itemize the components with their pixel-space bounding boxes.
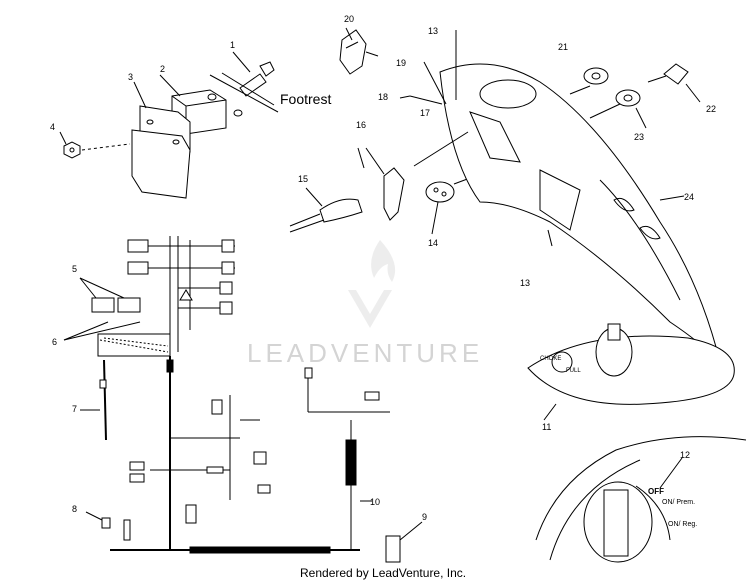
callout-c15: 15 bbox=[298, 174, 308, 184]
callout-c7: 7 bbox=[72, 404, 77, 414]
callout-c24: 24 bbox=[684, 192, 694, 202]
callout-c2: 2 bbox=[160, 64, 165, 74]
watermark-text: LEADVENTURE bbox=[247, 338, 483, 368]
panel-12-off-label: OFF bbox=[648, 487, 664, 496]
footrest-label: Footrest bbox=[280, 91, 331, 107]
panel-12-on-prem-label: ON/ Prem. bbox=[662, 499, 695, 506]
callout-c6: 6 bbox=[52, 337, 57, 347]
callout-c11: 11 bbox=[542, 422, 551, 432]
part-3-footrest-pad bbox=[131, 81, 191, 199]
callout-c10: 10 bbox=[370, 497, 380, 507]
callout-c22: 22 bbox=[706, 104, 716, 114]
callout-numbers: 1234567891011121313141516171819202122232… bbox=[50, 14, 716, 522]
callout-c18: 18 bbox=[378, 92, 388, 102]
wiring-harness bbox=[63, 236, 423, 563]
part-1-bolt bbox=[209, 51, 279, 113]
callout-c16: 16 bbox=[356, 120, 366, 130]
part-16-clip-and-part-15-cable bbox=[289, 147, 405, 233]
callout-c13a: 13 bbox=[428, 26, 438, 36]
panel-11-choke-label: CHOKE bbox=[540, 356, 561, 362]
callout-c17: 17 bbox=[420, 108, 430, 118]
callout-c8: 8 bbox=[72, 504, 77, 514]
callout-c19: 19 bbox=[396, 58, 406, 68]
callout-c20: 20 bbox=[344, 14, 354, 24]
part-12-panel bbox=[535, 436, 747, 563]
parts-21-22-23-switch-hardware bbox=[569, 63, 701, 129]
panel-11-full-label: FULL bbox=[566, 368, 581, 374]
footer-credit: Rendered by LeadVenture, Inc. bbox=[300, 566, 466, 580]
callout-c21: 21 bbox=[558, 42, 568, 52]
callout-c9: 9 bbox=[422, 512, 427, 522]
callout-c14: 14 bbox=[428, 238, 438, 248]
part-24-headlight-pod bbox=[399, 30, 721, 364]
part-20-bracket bbox=[339, 27, 379, 75]
callout-c5: 5 bbox=[72, 264, 77, 274]
callout-c13b: 13 bbox=[520, 278, 530, 288]
callout-c23: 23 bbox=[634, 132, 644, 142]
callout-c4: 4 bbox=[50, 122, 55, 132]
callout-c12: 12 bbox=[680, 450, 690, 460]
callout-c1: 1 bbox=[230, 40, 235, 50]
part-11-panel bbox=[527, 323, 735, 421]
part-4-nut bbox=[59, 131, 131, 159]
panel-12-on-reg-label: ON/ Reg. bbox=[668, 521, 697, 528]
callout-c3: 3 bbox=[128, 72, 133, 82]
watermark-logo bbox=[348, 240, 396, 328]
